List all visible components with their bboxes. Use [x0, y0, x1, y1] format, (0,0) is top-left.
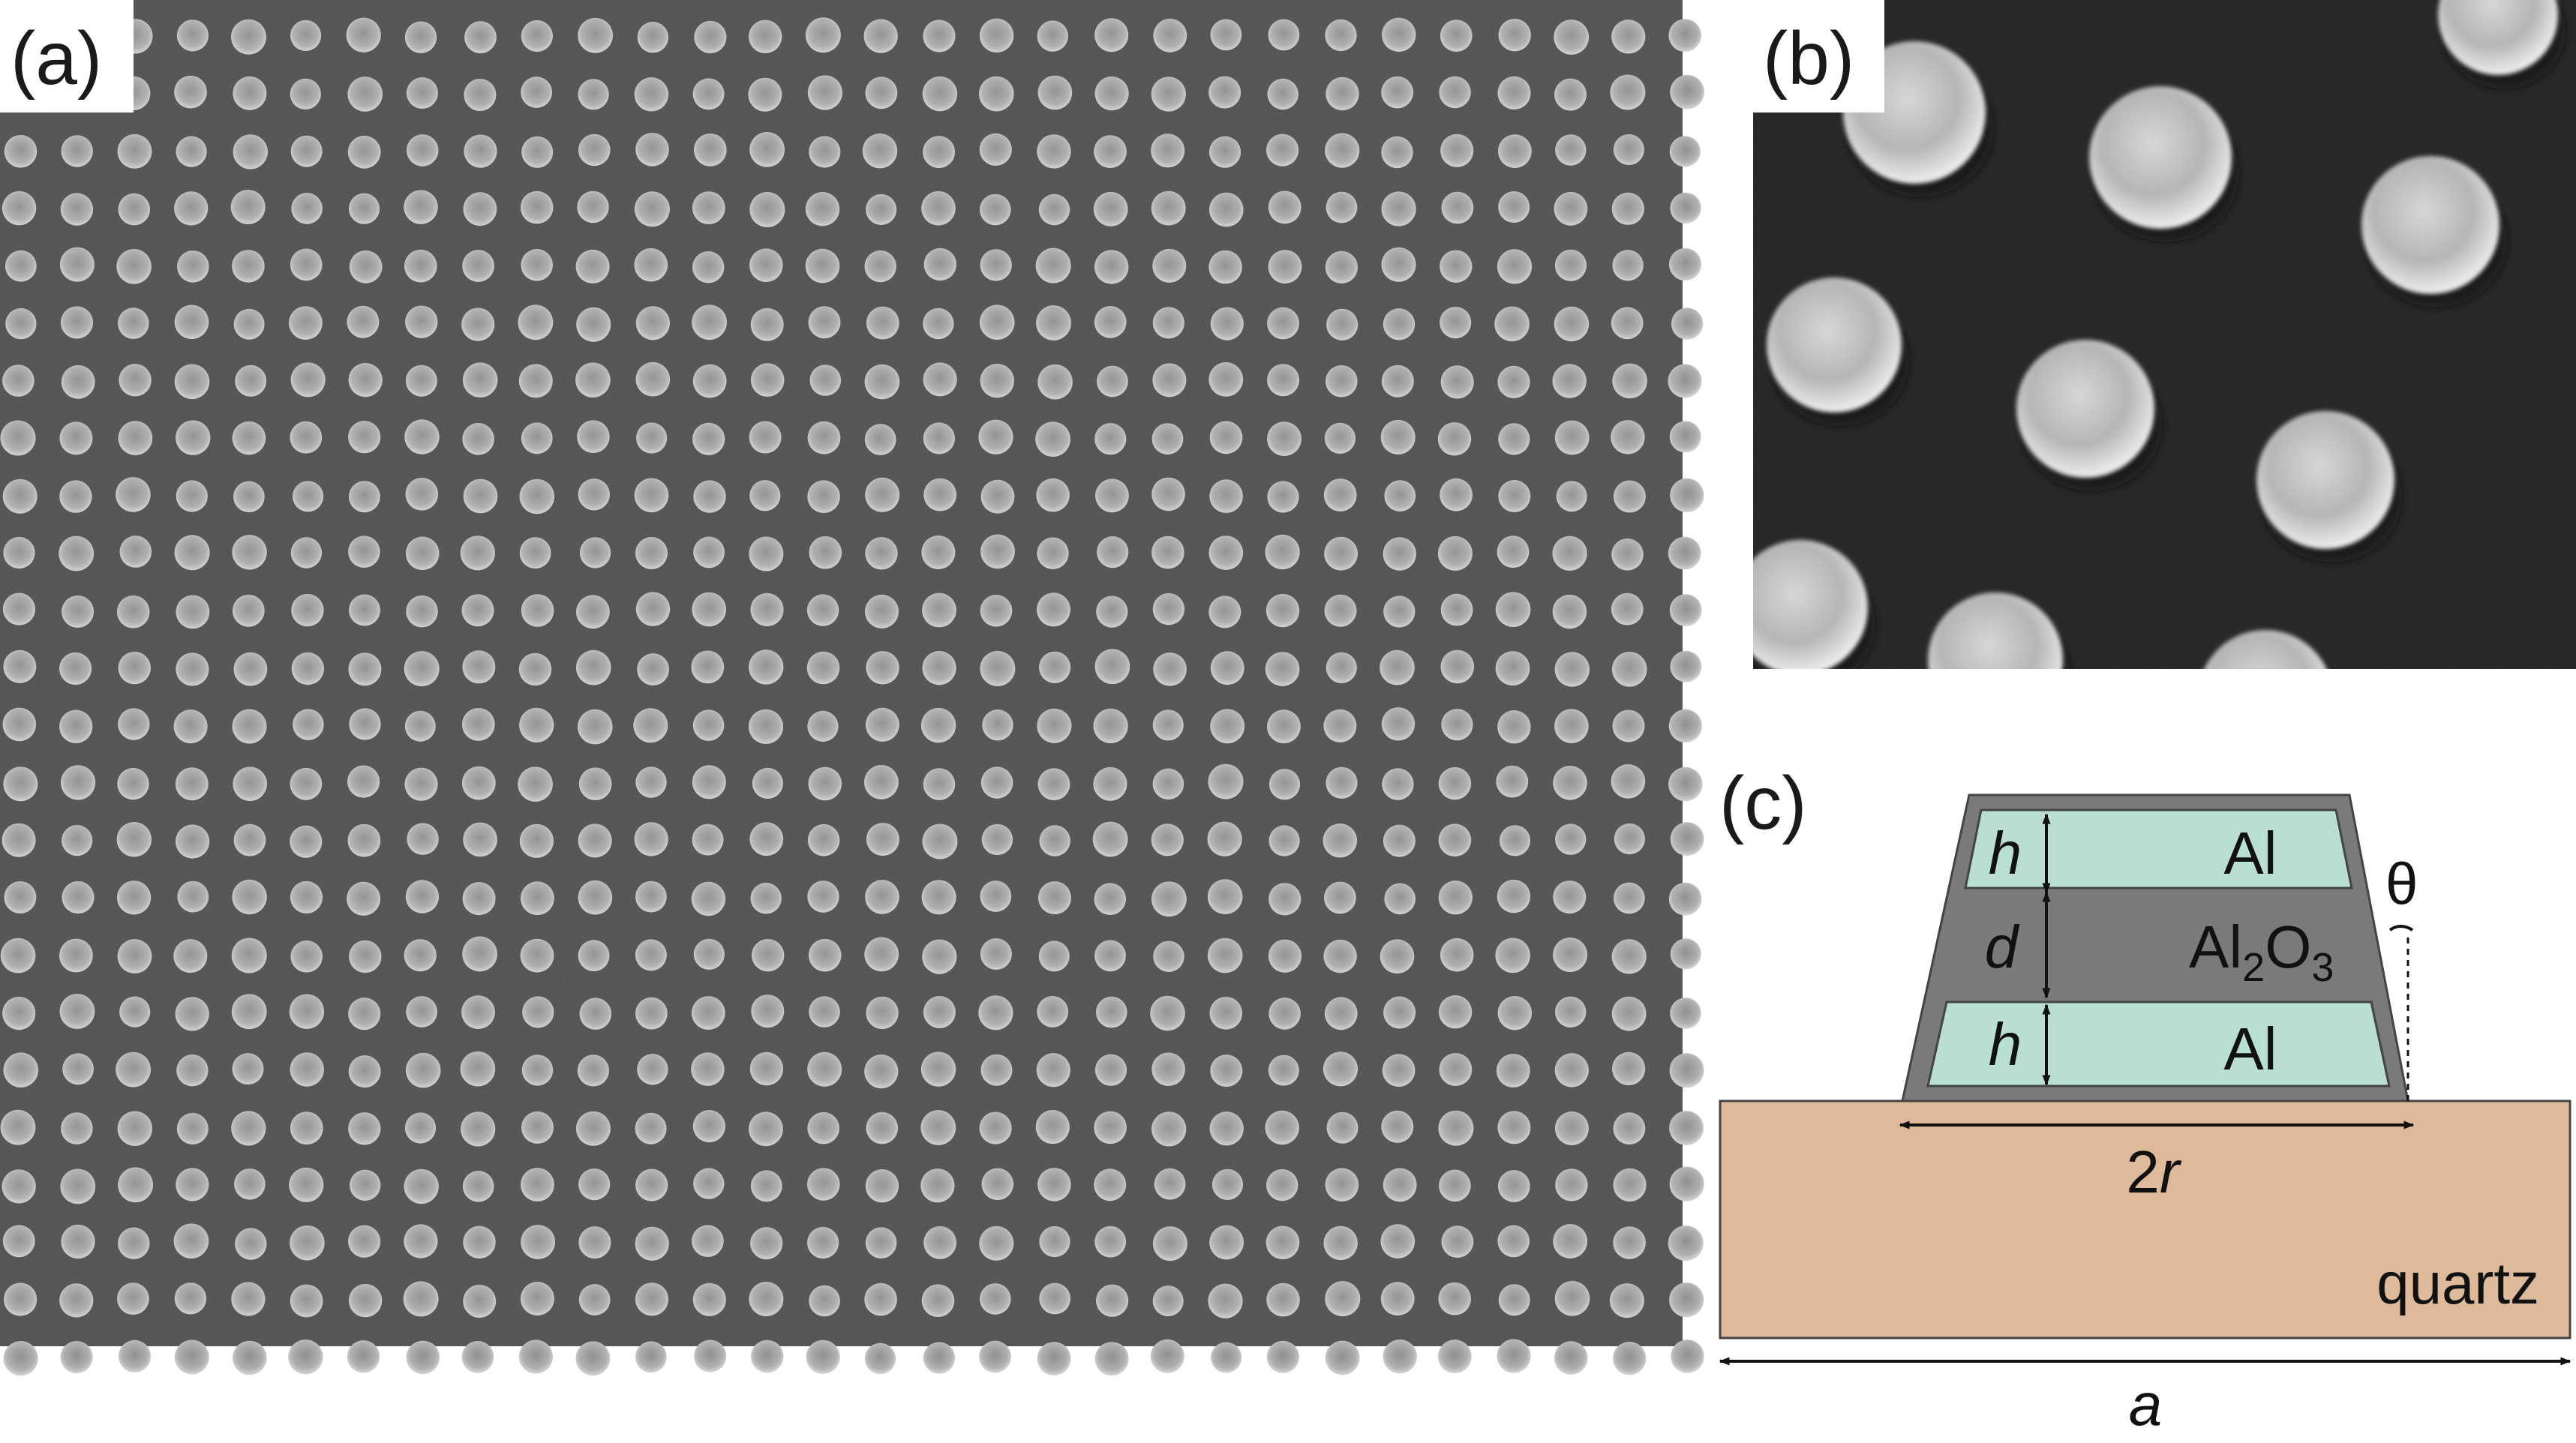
particle-shadow [2222, 650, 2321, 669]
label-h-top: h [1989, 820, 2022, 886]
label-b: (b) [1763, 16, 1854, 100]
label-a-period: a [2129, 1371, 2163, 1438]
particle [1211, 1342, 1242, 1373]
particle [60, 1341, 93, 1374]
particle [461, 1341, 494, 1373]
particle [1150, 1339, 1184, 1373]
particle [864, 1342, 896, 1375]
label-theta: θ [2385, 850, 2418, 916]
substrate [1719, 1100, 2571, 1340]
particle [518, 1340, 554, 1374]
particle [694, 1340, 727, 1372]
particle [174, 1340, 209, 1375]
label-d: d [1985, 914, 2020, 980]
label-b-background [1753, 0, 1884, 112]
particle [1325, 1340, 1360, 1376]
particle [806, 1340, 840, 1374]
panel-a: (a) [0, 0, 1704, 1376]
label-2r: 2r [2126, 1138, 2182, 1205]
label-al2o3: Al2O3 [2189, 914, 2334, 990]
particle [347, 1340, 380, 1373]
label-al-top: Al [2223, 820, 2277, 886]
label-a-background [0, 0, 134, 112]
particle [1266, 1340, 1299, 1373]
particle [233, 1340, 267, 1376]
label-c: (c) [1719, 761, 1807, 845]
label-a: (a) [11, 16, 102, 100]
particle [1613, 1342, 1647, 1376]
particle [575, 1341, 611, 1376]
angle-arc [2388, 925, 2414, 932]
particle [1094, 1342, 1129, 1376]
particle [1497, 1339, 1531, 1373]
particle [1383, 1340, 1417, 1374]
particle [118, 1340, 152, 1372]
particle [288, 1340, 323, 1375]
al-layer-top [1964, 808, 2353, 890]
particle [1037, 1342, 1071, 1376]
label-h-bottom: h [1989, 1011, 2022, 1078]
particle [1671, 1340, 1704, 1373]
particle [1554, 1341, 1588, 1375]
particle [1437, 1340, 1472, 1374]
particle [3, 1341, 38, 1376]
particle [406, 1340, 440, 1375]
particle [750, 1340, 784, 1373]
panel-c: (c) quartz Al Al2O3 Al h d h θ 2r a [1719, 761, 2571, 1438]
particle [635, 1341, 667, 1373]
label-al-bottom: Al [2223, 1016, 2277, 1082]
substrate-label: quartz [2376, 1250, 2539, 1316]
particle [979, 1340, 1011, 1373]
panel-b: (b) [1753, 0, 2576, 669]
particle [923, 1342, 956, 1374]
